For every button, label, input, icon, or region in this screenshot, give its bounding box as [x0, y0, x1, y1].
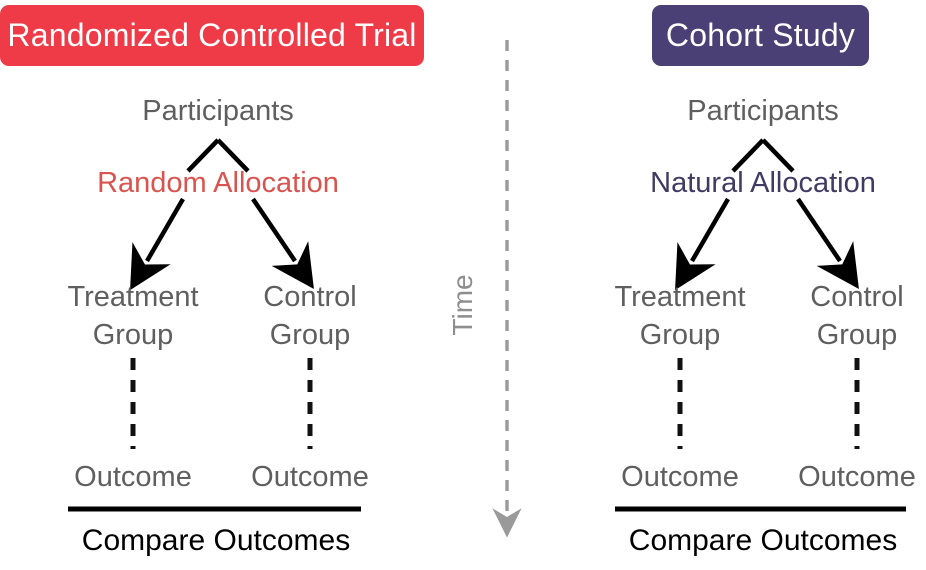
- compare-outcomes-rct: Compare Outcomes: [81, 524, 351, 557]
- node-outcome-control-cohort: Outcome: [798, 461, 916, 493]
- node-participants-cohort: Participants: [687, 95, 839, 127]
- node-outcome-treatment-cohort: Outcome: [621, 461, 739, 493]
- node-participants-rct: Participants: [142, 95, 294, 127]
- panel-title-badge-cohort: Cohort Study: [652, 5, 869, 66]
- node-control-group-rct: Control Group: [263, 281, 357, 352]
- node-outcome-control-rct: Outcome: [251, 461, 369, 493]
- panel-title-text-rct: Randomized Controlled Trial: [7, 17, 417, 53]
- followup-lines-left: [130, 358, 313, 449]
- followup-lines-right: [677, 358, 860, 449]
- allocation-label-rct: Random Allocation: [97, 167, 339, 199]
- allocation-arrow-right: [675, 138, 859, 291]
- panel-title-text-cohort: Cohort Study: [665, 17, 856, 53]
- allocation-label-cohort: Natural Allocation: [650, 167, 876, 199]
- node-control-group-cohort: Control Group: [810, 281, 904, 352]
- allocation-arrow-left: [130, 138, 314, 291]
- time-axis-label: Time: [447, 274, 478, 336]
- node-treatment-group-rct: Treatment Group: [67, 281, 199, 352]
- panel-title-badge-rct: Randomized Controlled Trial: [0, 5, 424, 66]
- node-outcome-treatment-rct: Outcome: [74, 461, 192, 493]
- node-treatment-group-cohort: Treatment Group: [614, 281, 746, 352]
- compare-outcomes-cohort: Compare Outcomes: [628, 524, 898, 557]
